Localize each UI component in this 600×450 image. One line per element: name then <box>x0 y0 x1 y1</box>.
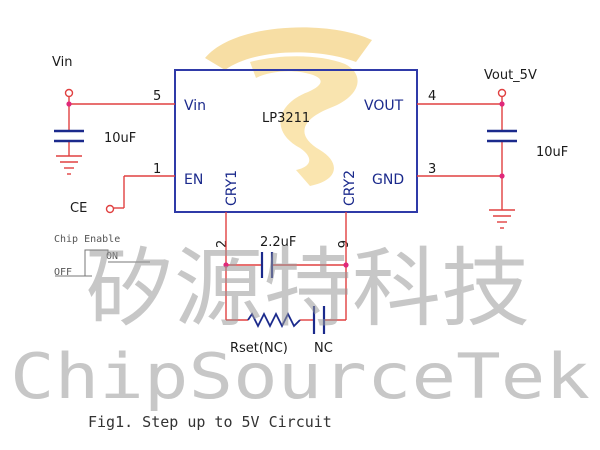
input-capacitor-value: 10uF <box>104 131 136 146</box>
rset-resistor <box>247 311 301 329</box>
ground-symbol-left <box>56 155 82 175</box>
figure-caption: Fig1. Step up to 5V Circuit <box>88 413 332 431</box>
nc-capacitor-label: NC <box>314 341 333 356</box>
pin-cry2-number: 6 <box>334 240 349 248</box>
flying-capacitor <box>260 252 274 278</box>
pin-vout-name: VOUT <box>364 98 404 114</box>
input-capacitor <box>54 129 84 143</box>
vout-net-label: Vout_5V <box>484 68 537 83</box>
brand-watermark: ChipSourceTek <box>10 340 590 413</box>
pin-vout-number: 4 <box>428 89 436 104</box>
nc-capacitor <box>312 306 326 334</box>
chip-enable-off-label: OFF <box>54 267 72 278</box>
junction-nodes <box>66 101 505 268</box>
ground-symbol-right <box>489 209 515 229</box>
ce-net-label: CE <box>70 201 87 216</box>
rset-resistor-label: Rset(NC) <box>230 341 288 356</box>
output-capacitor-value: 10uF <box>536 145 568 160</box>
pin-en-name: EN <box>184 172 203 188</box>
pin-vin-number: 5 <box>153 89 161 104</box>
pin-en-number: 1 <box>153 162 161 177</box>
ic-part-name: LP3211 <box>262 111 310 126</box>
pin-cry1-name: CRY1 <box>224 170 240 206</box>
chip-enable-on-label: ON <box>106 251 118 262</box>
pin-cry1-number: 2 <box>215 240 230 248</box>
ic-body <box>174 69 418 213</box>
output-capacitor <box>487 129 517 143</box>
chinese-watermark: 矽源特科技 <box>85 239 530 339</box>
ce-terminal <box>105 204 115 214</box>
chip-enable-label: Chip Enable <box>54 234 120 245</box>
vin-terminal <box>64 88 74 98</box>
logo-watermark <box>205 27 372 186</box>
pin-vin-name: Vin <box>184 98 206 114</box>
pin-gnd-number: 3 <box>428 162 436 177</box>
flying-capacitor-value: 2.2uF <box>260 235 296 250</box>
pin-gnd-name: GND <box>372 172 404 188</box>
chip-enable-inset: Chip Enable ON OFF <box>54 234 150 278</box>
pin-cry2-name: CRY2 <box>342 170 358 206</box>
vout-terminal <box>497 88 507 98</box>
vin-net-label: Vin <box>52 55 72 70</box>
